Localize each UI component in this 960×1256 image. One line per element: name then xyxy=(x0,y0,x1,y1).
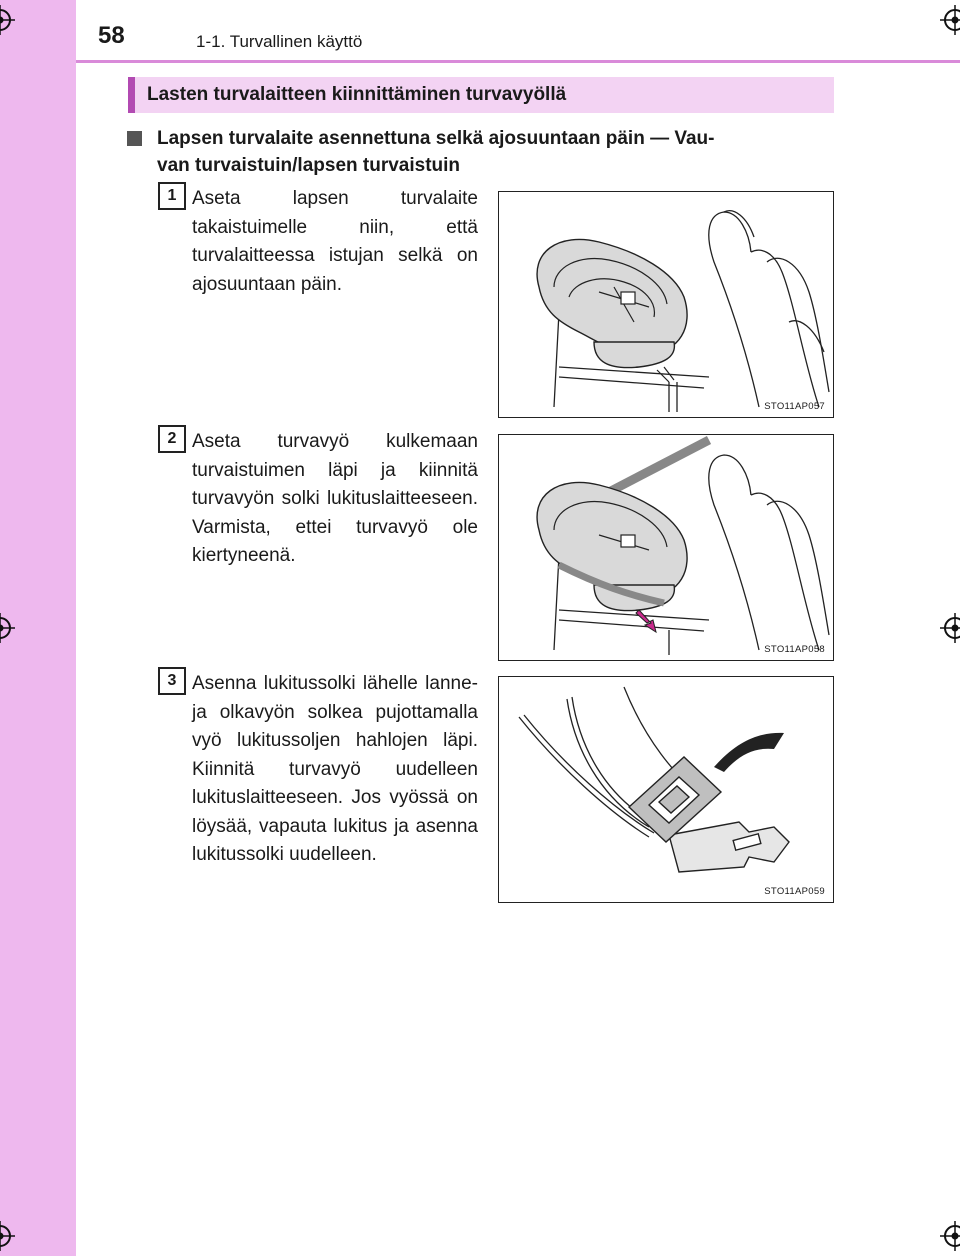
step-text: Aseta lapsen turvalaite takaistuimelle n… xyxy=(192,188,478,295)
registration-mark-icon xyxy=(940,5,960,35)
step-text: Asenna lukitussolki lähelle lanne- ja ol… xyxy=(192,673,478,865)
figure-child-seat-placed: STO11AP057 xyxy=(498,191,834,418)
step-number-box: 3 xyxy=(158,667,186,695)
step-text: Aseta turvavyö kulkemaan turvaistuimen l… xyxy=(192,431,478,566)
child-seat-rear-facing-illustration xyxy=(536,210,830,412)
square-bullet-icon xyxy=(127,131,142,146)
subheading-line-2: van turvaistuin/lapsen turvaistuin xyxy=(157,155,461,176)
step-number-box: 2 xyxy=(158,425,186,453)
section-banner: Lasten turvalaitteen kiinnittäminen turv… xyxy=(128,77,834,113)
registration-mark-icon xyxy=(0,613,15,643)
figure-locking-clip: STO11AP059 xyxy=(498,676,834,903)
figure-code: STO11AP059 xyxy=(764,886,825,897)
subheading-line-1: Lapsen turvalaite asennettuna selkä ajos… xyxy=(157,128,715,149)
figure-code: STO11AP057 xyxy=(764,401,825,412)
header-rule xyxy=(76,60,960,63)
registration-mark-icon xyxy=(0,5,15,35)
section-title: Lasten turvalaitteen kiinnittäminen turv… xyxy=(147,84,567,105)
registration-mark-icon xyxy=(940,613,960,643)
step-number-box: 1 xyxy=(158,182,186,210)
figure-code: STO11AP058 xyxy=(764,644,825,655)
chapter-title: 1-1. Turvallinen käyttö xyxy=(196,32,363,51)
registration-mark-icon xyxy=(0,1221,15,1251)
figure-belt-routed: STO11AP058 xyxy=(498,434,834,661)
registration-mark-icon xyxy=(940,1221,960,1251)
locking-clip-illustration xyxy=(518,686,790,873)
seat-belt-routing-illustration xyxy=(536,436,830,655)
page-number: 58 xyxy=(98,22,125,49)
